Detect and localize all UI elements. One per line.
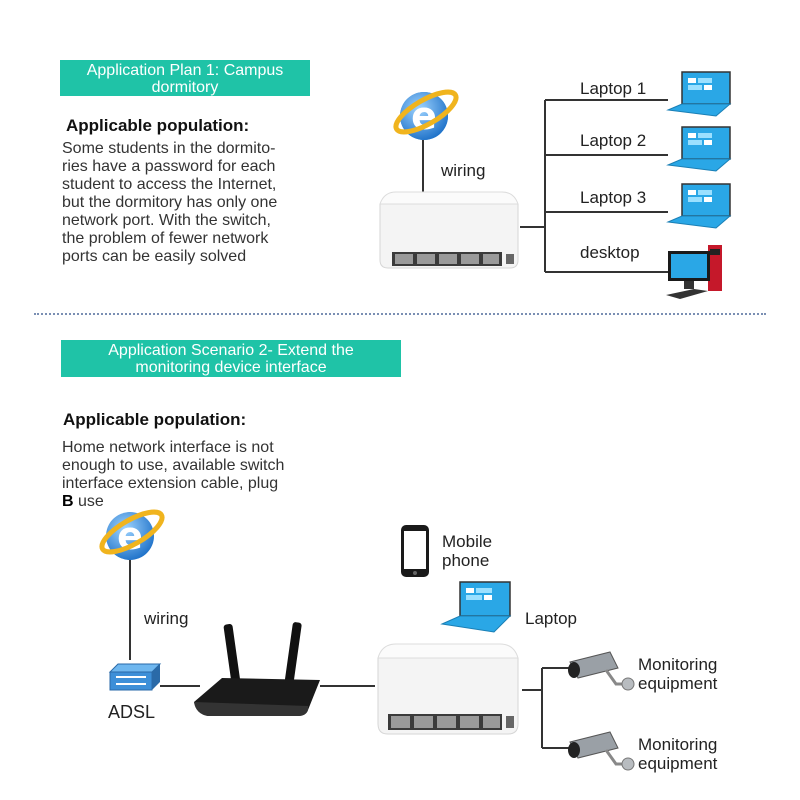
- laptop-icon: [666, 183, 732, 229]
- plan2-banner: Application Scenario 2- Extend the monit…: [61, 340, 401, 377]
- network-switch: [379, 191, 519, 269]
- desktop-label: desktop: [580, 243, 640, 262]
- mobile-phone-label: Mobile phone: [442, 532, 493, 570]
- plan2-wiring-label: wiring: [144, 609, 189, 628]
- mobile-phone-icon: [401, 525, 429, 577]
- desktop-computer-icon: [666, 245, 722, 299]
- section-divider: [34, 313, 766, 315]
- plan1-banner: Application Plan 1: Campus dormitory: [60, 60, 310, 96]
- laptop-icon: [666, 126, 732, 172]
- plan1-wiring-label: wiring: [441, 161, 486, 180]
- laptop-1-label: Laptop 1: [580, 79, 647, 98]
- plan2-description: Home network interface is not enough to …: [62, 439, 285, 510]
- security-camera-icon: [568, 651, 635, 691]
- adsl-modem-icon: [108, 663, 162, 691]
- internet-explorer-icon: e: [99, 509, 165, 560]
- monitoring-equipment-1-label: Monitoring equipment: [638, 655, 718, 693]
- laptop-2-label: Laptop 2: [580, 131, 647, 150]
- wireless-router-icon: [194, 622, 320, 716]
- security-camera-icon: [568, 731, 635, 771]
- monitoring-equipment-2-label: Monitoring equipment: [638, 735, 718, 773]
- network-switch: [377, 643, 519, 735]
- laptop-3-label: Laptop 3: [580, 188, 647, 207]
- plan2-heading: Applicable population:: [63, 410, 247, 429]
- plan1-description: Some students in the dormito- ries have …: [62, 140, 278, 265]
- laptop-icon: [666, 71, 732, 117]
- internet-explorer-icon: e: [393, 89, 459, 140]
- laptop-icon: [440, 581, 512, 633]
- adsl-label: ADSL: [108, 702, 156, 722]
- plan1-heading: Applicable population:: [66, 116, 250, 135]
- laptop-label: Laptop: [525, 609, 577, 628]
